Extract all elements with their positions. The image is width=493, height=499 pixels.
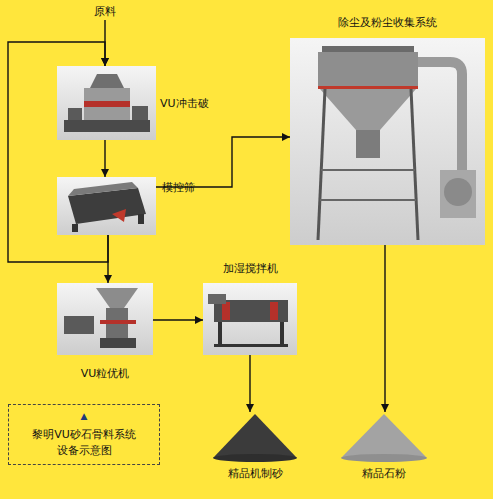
machine-node: VU粒优机: [57, 283, 153, 355]
photo-backdrop: [57, 177, 156, 235]
flow-arrow: [8, 42, 108, 262]
flow-arrow: [156, 137, 290, 187]
machine-node: VU冲击破: [57, 66, 156, 140]
flow-arrow: [384, 245, 385, 412]
product-node: 精品石粉: [341, 412, 427, 462]
node-label: 精品机制砂: [213, 466, 297, 481]
sand-pile: [213, 414, 297, 458]
flow-arrow: [153, 319, 203, 320]
node-label: 模控筛: [162, 180, 195, 195]
flow-arrow: [104, 20, 105, 66]
baghouse-body: [318, 52, 418, 88]
crusher-body: [84, 88, 130, 120]
mixer-leg: [280, 322, 284, 346]
system-node: 除尘及粉尘收集系统: [290, 38, 485, 245]
mixer-stripe: [270, 302, 278, 320]
support-leg: [411, 89, 418, 240]
air-duct: [418, 62, 462, 170]
machine-node: 加湿搅拌机: [203, 283, 297, 355]
mixer-leg: [218, 322, 222, 346]
support-brace: [320, 199, 416, 201]
legend-box: ▲ 黎明VU砂石骨料系统 设备示意图: [8, 404, 160, 465]
shaper-motor: [64, 316, 94, 334]
fan-wheel: [444, 178, 472, 206]
mixer-stripe: [222, 302, 230, 320]
source-label-node: 原料: [90, 4, 120, 20]
photo-backdrop: [203, 283, 297, 355]
machine-node: 模控筛: [57, 177, 156, 235]
shaper-band: [100, 320, 136, 324]
flow-arrow: [107, 235, 108, 283]
flow-arrow: [104, 140, 105, 177]
support-leg: [318, 89, 325, 240]
crusher-top: [90, 74, 124, 88]
photo-backdrop: [57, 66, 156, 140]
shaper-hopper: [96, 288, 138, 308]
crusher-base: [64, 120, 150, 132]
screen-top: [68, 182, 138, 196]
node-label: 原料: [90, 4, 120, 19]
node-label: 加湿搅拌机: [203, 261, 297, 276]
node-label: VU粒优机: [57, 366, 153, 381]
fan-housing: [440, 170, 476, 218]
sand-pile-base: [213, 454, 297, 462]
legend-marker: ▲: [9, 410, 159, 422]
node-label: 除尘及粉尘收集系统: [290, 15, 485, 30]
node-label: 黎明VU砂石骨料系统 设备示意图: [9, 427, 159, 459]
node-label: VU冲击破: [160, 96, 209, 111]
discharge-valve: [356, 130, 380, 158]
mixer-motor: [208, 294, 226, 304]
flow-arrow: [249, 355, 250, 412]
shaper-base: [100, 338, 136, 348]
mixer-frame: [214, 344, 288, 347]
baghouse-trim: [318, 86, 418, 89]
photo-backdrop: [57, 283, 153, 355]
support-brace: [321, 169, 415, 171]
crusher-motor: [132, 106, 148, 120]
powder-pile: [341, 414, 427, 458]
crusher-motor: [68, 108, 82, 120]
screen-leg: [72, 224, 78, 232]
powder-pile-base: [341, 454, 427, 462]
node-label: 精品石粉: [341, 466, 427, 481]
crusher-band: [84, 101, 130, 107]
screen-leg: [138, 214, 144, 224]
product-node: 精品机制砂: [213, 412, 297, 462]
baghouse-roof: [322, 46, 414, 52]
photo-backdrop: [290, 38, 485, 245]
screen-accent: [112, 209, 126, 222]
dust-hopper: [320, 89, 416, 130]
